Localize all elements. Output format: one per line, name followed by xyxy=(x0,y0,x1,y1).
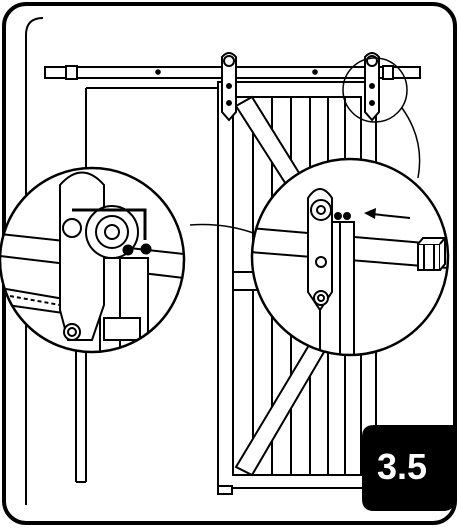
detail-leader-right xyxy=(401,107,421,179)
roller-hanger-left xyxy=(221,52,237,122)
detail-marker-circle xyxy=(342,57,408,123)
insert-direction-arrow xyxy=(364,208,411,219)
step-badge-bg xyxy=(362,425,455,511)
roller-hanger-right xyxy=(364,52,380,122)
detail-callout-left xyxy=(0,166,186,354)
step-badge: 3.5 xyxy=(362,425,455,511)
door-stop-part xyxy=(417,235,448,271)
detail-callout-right xyxy=(250,157,450,357)
step-number: 3.5 xyxy=(377,446,427,487)
